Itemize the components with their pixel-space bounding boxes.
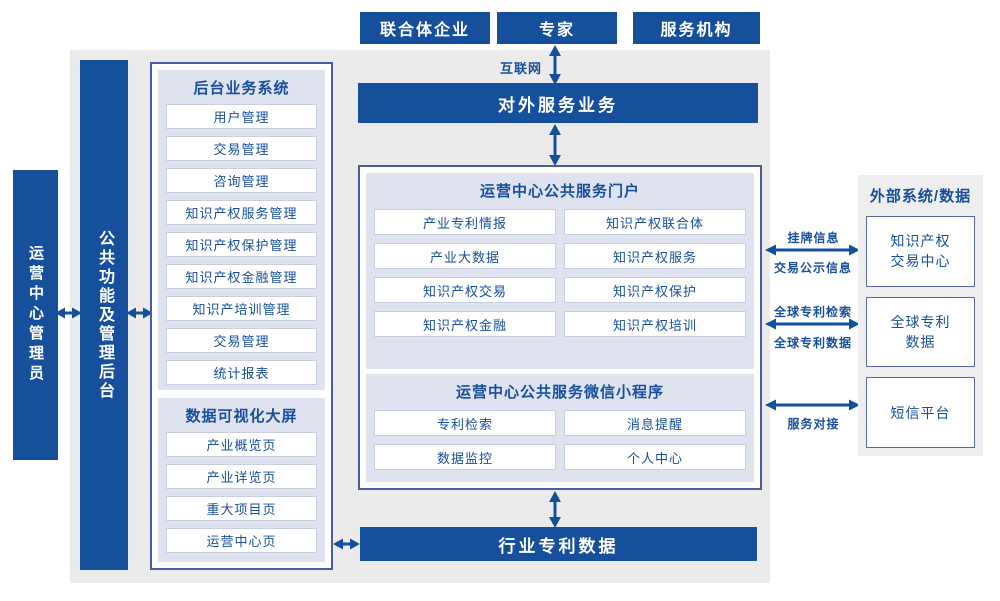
double-arrow-horizontal-icon [765, 243, 860, 257]
double-arrow-vertical-icon [548, 124, 562, 166]
backend-item: 知识产培训管理 [166, 296, 317, 321]
miniprogram-item: 消息提醒 [564, 410, 746, 436]
backend-item: 知识产权金融管理 [166, 264, 317, 289]
portal-item: 产业专利情报 [374, 209, 556, 235]
double-arrow-horizontal-icon [765, 398, 860, 412]
dashboard-item: 运营中心页 [166, 528, 317, 553]
portal-item: 知识产权交易 [374, 277, 556, 303]
node-label: 服务机构 [660, 22, 733, 39]
node-consortium-enterprises: 联合体企业 [360, 12, 490, 44]
link-label-listing-info: 挂牌信息 [787, 231, 840, 245]
backend-item: 知识产权保护管理 [166, 232, 317, 257]
node-global-patent-data: 全球专利 数据 [866, 296, 975, 368]
rail-operations-center-admin-user: 运营中心管理员 [13, 170, 58, 460]
backend-item-list: 用户管理 交易管理 咨询管理 知识产权服务管理 知识产权保护管理 知识产权金融管… [158, 104, 325, 393]
link-label-service-connect: 服务对接 [787, 417, 840, 431]
bar-industry-patent-data: 行业专利数据 [360, 527, 757, 561]
bar-label: 行业专利数据 [498, 536, 619, 556]
node-service-agencies: 服务机构 [633, 12, 760, 44]
external-system-list: 知识产权 交易中心 全球专利 数据 短信平台 [866, 216, 975, 449]
portal-item: 产业大数据 [374, 243, 556, 269]
portal-item: 知识产权服务 [564, 243, 746, 269]
portal-item-grid: 产业专利情报 知识产权联合体 产业大数据 知识产权服务 知识产权交易 知识产权保… [366, 207, 754, 347]
double-arrow-horizontal-icon [126, 306, 153, 320]
link-label-trade-publicity: 交易公示信息 [773, 261, 852, 275]
node-experts: 专家 [497, 12, 617, 44]
miniprogram-item: 数据监控 [374, 444, 556, 470]
dashboard-item: 重大项目页 [166, 496, 317, 521]
dashboard-item-list: 产业概览页 产业详览页 重大项目页 运营中心页 [158, 432, 325, 561]
section-wechat-mini-program: 运营中心公共服务微信小程序 专利检索 消息提醒 数据监控 个人中心 [366, 374, 754, 482]
rail-public-functions-admin-backend: 公共功能及管理后台 [80, 60, 128, 570]
section-public-service-portal: 运营中心公共服务门户 产业专利情报 知识产权联合体 产业大数据 知识产权服务 知… [366, 173, 754, 369]
section-title: 运营中心公共服务微信小程序 [455, 384, 664, 401]
section-data-visualization-screen: 数据可视化大屏 产业概览页 产业详览页 重大项目页 运营中心页 [158, 398, 325, 562]
miniprogram-item-grid: 专利检索 消息提醒 数据监控 个人中心 [366, 408, 754, 480]
rail-label: 运营中心管理员 [27, 245, 44, 385]
backend-item: 统计报表 [166, 360, 317, 385]
backend-item: 用户管理 [166, 104, 317, 129]
bar-label: 对外服务业务 [498, 95, 618, 115]
portal-item: 知识产权金融 [374, 311, 556, 337]
backend-item: 咨询管理 [166, 168, 317, 193]
node-ip-trading-center: 知识产权 交易中心 [866, 216, 975, 287]
miniprogram-item: 专利检索 [374, 410, 556, 436]
node-label: 专家 [538, 22, 575, 39]
dashboard-item: 产业详览页 [166, 464, 317, 489]
backend-item: 知识产权服务管理 [166, 200, 317, 225]
section-title: 后台业务系统 [193, 80, 290, 97]
link-label-global-patent-search: 全球专利检索 [773, 305, 852, 319]
rail-label: 公共功能及管理后台 [96, 229, 113, 401]
panel-external-systems: 外部系统/数据 知识产权 交易中心 全球专利 数据 短信平台 [858, 175, 983, 456]
double-arrow-horizontal-icon [333, 537, 360, 551]
portal-item: 知识产权培训 [564, 311, 746, 337]
internet-label: 互联网 [499, 61, 542, 76]
panel-title: 外部系统/数据 [869, 188, 972, 205]
link-label-global-patent-data: 全球专利数据 [773, 336, 852, 350]
double-arrow-vertical-icon [548, 45, 562, 85]
backend-item: 交易管理 [166, 136, 317, 161]
backend-item: 交易管理 [166, 328, 317, 353]
section-backend-business-system: 后台业务系统 用户管理 交易管理 咨询管理 知识产权服务管理 知识产权保护管理 … [158, 70, 325, 390]
section-title: 数据可视化大屏 [185, 408, 298, 425]
node-sms-platform: 短信平台 [866, 377, 975, 449]
section-title: 运营中心公共服务门户 [479, 183, 640, 200]
portal-item: 知识产权联合体 [564, 209, 746, 235]
node-label: 联合体企业 [379, 22, 470, 39]
miniprogram-item: 个人中心 [564, 444, 746, 470]
bar-external-service: 对外服务业务 [358, 83, 758, 123]
double-arrow-horizontal-icon [765, 317, 860, 331]
double-arrow-horizontal-icon [55, 306, 82, 320]
dashboard-item: 产业概览页 [166, 432, 317, 457]
portal-item: 知识产权保护 [564, 277, 746, 303]
double-arrow-vertical-icon [548, 491, 562, 528]
